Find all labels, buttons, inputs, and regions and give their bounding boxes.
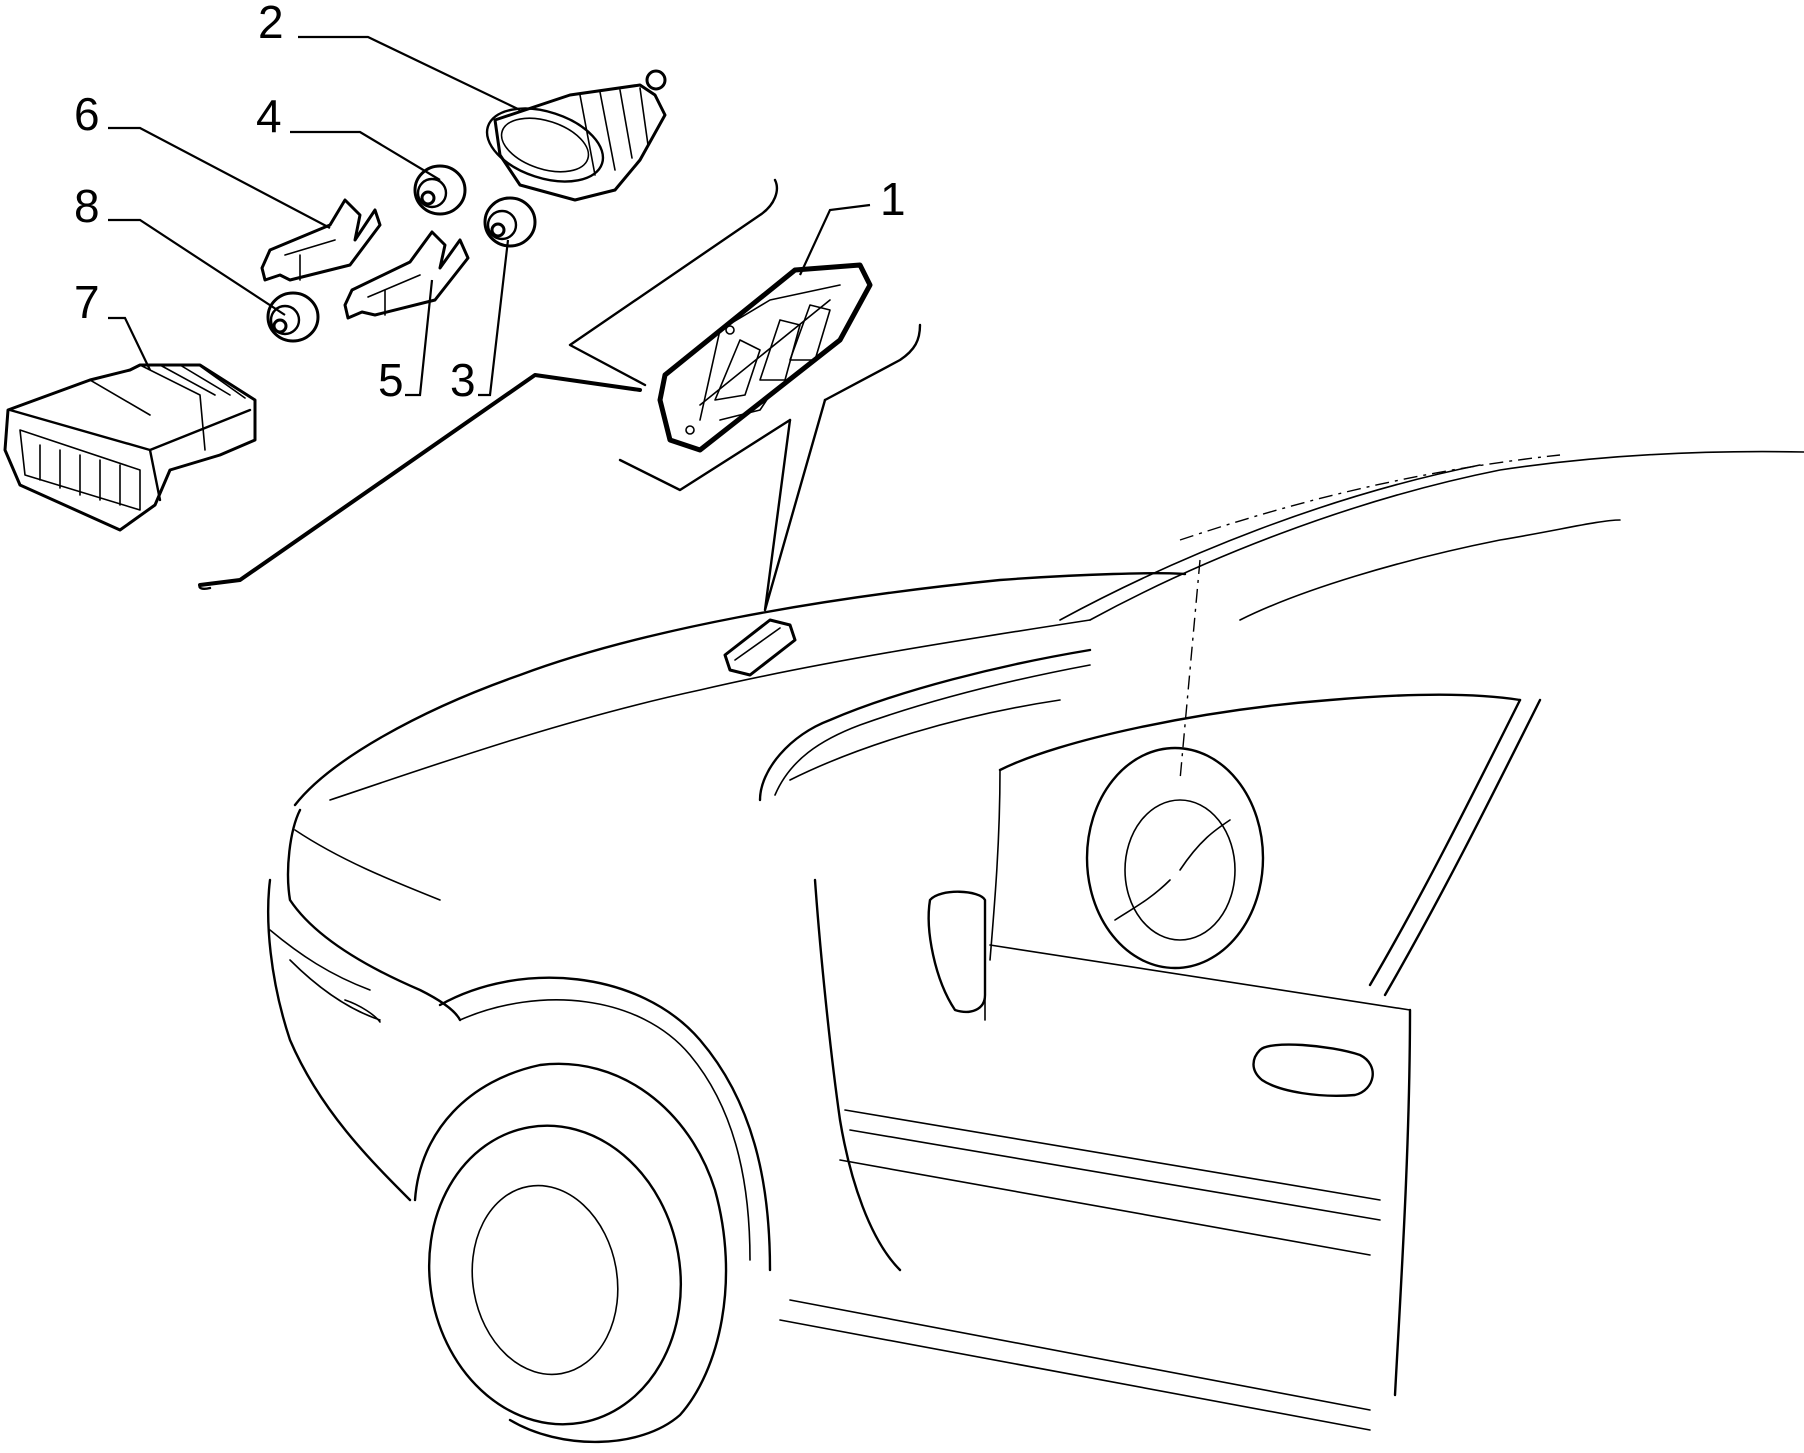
callout-1: 1 [880, 173, 906, 225]
part-1-detail-pointer [618, 323, 922, 612]
part-1-control-unit [657, 262, 873, 453]
callout-5: 5 [378, 354, 404, 406]
callout-2: 2 [258, 0, 284, 48]
callout-8: 8 [74, 180, 100, 232]
callout-4: 4 [256, 90, 282, 142]
part-5-terminal [343, 230, 470, 320]
part-4-grommet [413, 164, 467, 216]
callout-7: 7 [74, 276, 100, 328]
part-8-grommet [266, 291, 320, 343]
part-7-connector-housing [3, 363, 257, 532]
callout-6: 6 [74, 88, 100, 140]
callout-labels: 2 6 4 8 1 7 5 3 [74, 0, 906, 406]
callout-3: 3 [450, 354, 476, 406]
part-3-grommet [483, 196, 537, 248]
part-2-rubber-boot [485, 69, 667, 202]
leader-lines [108, 35, 871, 397]
car-outline [266, 450, 1804, 1444]
exploded-group-bracket [198, 178, 779, 590]
part-6-terminal [260, 198, 382, 282]
